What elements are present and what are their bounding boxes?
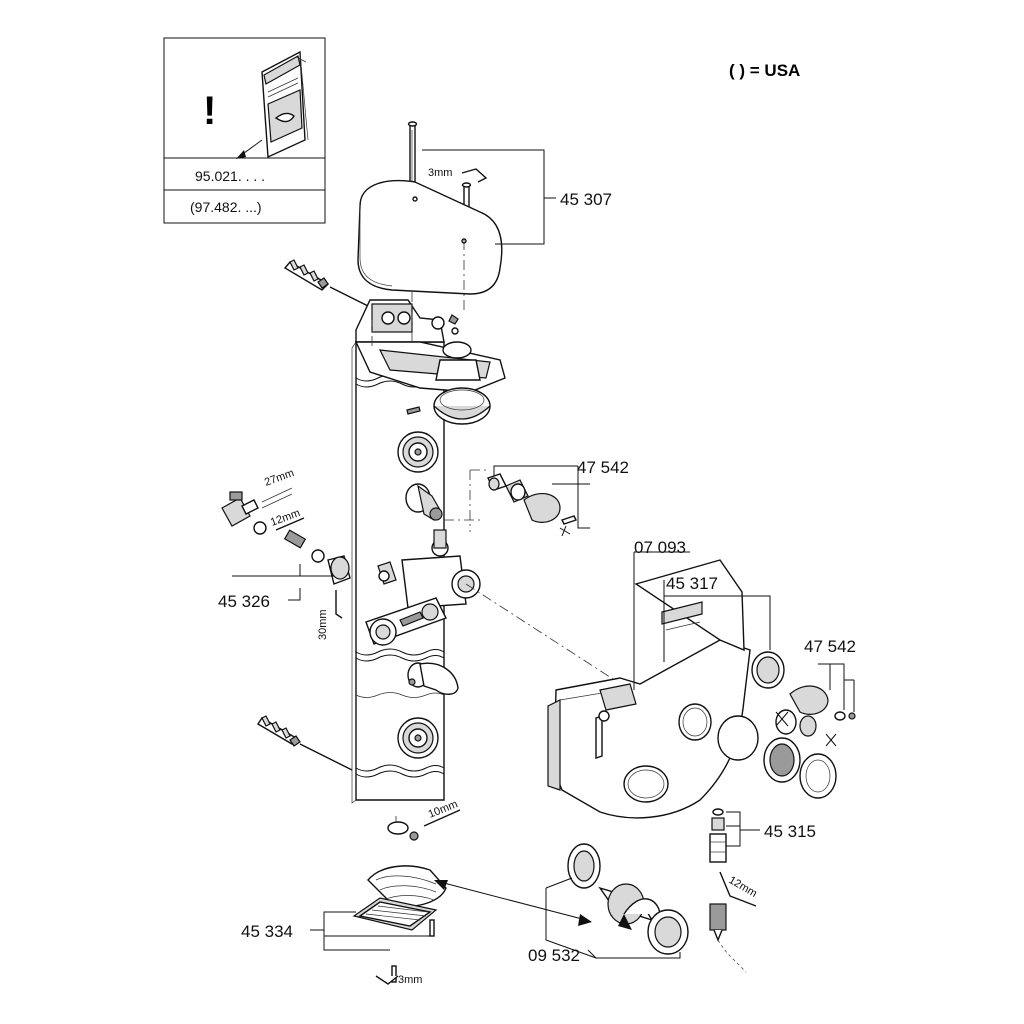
top-cover-group: 3mm 45 307: [357, 121, 612, 295]
arrow-icon: [236, 150, 246, 159]
tool-size-27mm: 27mm: [263, 467, 296, 489]
lever-kit-upper: 47 542: [487, 458, 629, 537]
part-07093: 07 093: [634, 538, 686, 557]
part-45315: 45 315: [764, 822, 816, 841]
part-47542-upper: 47 542: [577, 458, 629, 477]
lever-kit-right: 47 542: [789, 637, 856, 721]
usa-legend: ( ) = USA: [729, 61, 800, 80]
tool-size-3mm-top: 3mm: [428, 167, 452, 179]
wall-anchors-bottom: [257, 715, 353, 771]
cartridge-set: 45 315 12mm: [709, 808, 816, 973]
body-jet-top: [397, 431, 439, 473]
concealed-body-plate: 07 093 45 317: [547, 538, 837, 819]
wall-anchors-top: [283, 259, 371, 308]
info-box: ! 95.021. . . . (97.482. ...): [163, 37, 326, 224]
manual-booklet-icon: [261, 50, 309, 159]
info-row2: (97.482. ...): [190, 199, 262, 215]
part-09532: 09 532: [528, 946, 580, 965]
soap-dish-set: 3mm 45 334: [241, 865, 592, 986]
pipe-set: 09 532: [528, 843, 689, 965]
part-45326: 45 326: [218, 592, 270, 611]
part-45307: 45 307: [560, 190, 612, 209]
allen-key-icon: [461, 168, 488, 183]
info-row1: 95.021. . . .: [195, 168, 265, 184]
tool-size-3mm-bottom: 3mm: [398, 974, 422, 986]
part-45334: 45 334: [241, 922, 293, 941]
body-jet-bottom: [397, 717, 439, 759]
assembly-axes: [371, 240, 631, 830]
shower-column: [351, 299, 506, 804]
bottom-cap: 10mm: [387, 798, 461, 841]
top-cover: [357, 179, 503, 295]
part-47542-right: 47 542: [804, 637, 856, 656]
inlet-connectors: 27mm 12mm 30mm 45 326: [218, 467, 351, 640]
part-45317: 45 317: [666, 574, 718, 593]
tool-size-30mm: 30mm: [317, 609, 329, 640]
warning-mark: !: [203, 89, 216, 133]
